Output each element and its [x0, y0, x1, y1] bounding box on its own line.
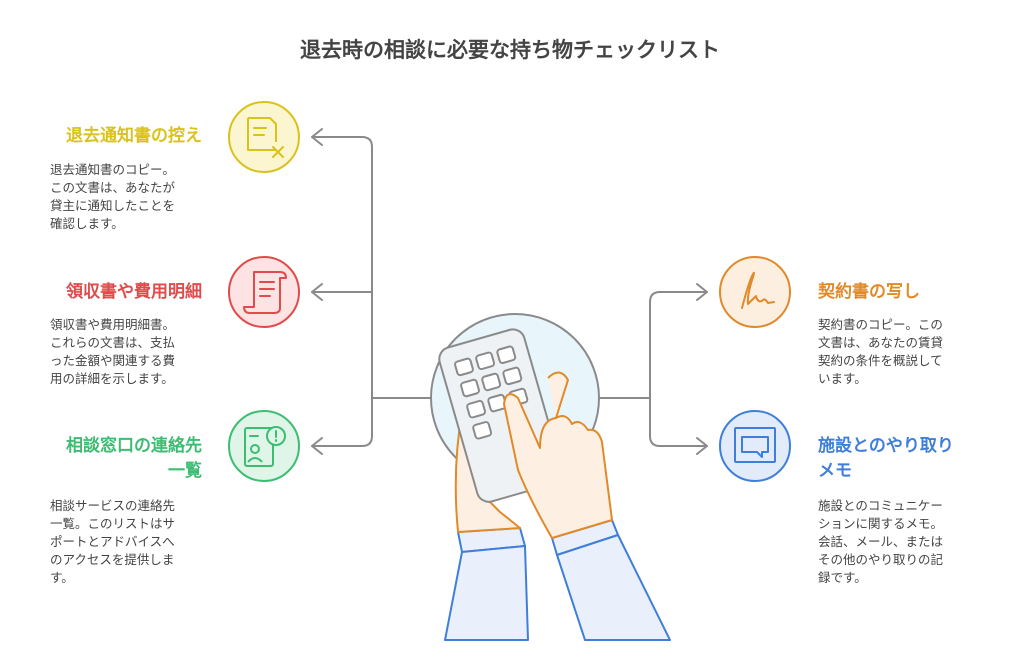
item-desc-contract: 契約書のコピー。この 文書は、あなたの賃貸 契約の条件を概説して います。 [818, 316, 998, 388]
desc-line: 一覧。このリストはサ [50, 516, 176, 531]
desc-line: この文書は、あなたが [50, 180, 176, 195]
item-desc-memo: 施設とのコミュニケー ションに関するメモ。 会話、メール、または その他のやり取… [818, 497, 998, 587]
desc-line: 契約書のコピー。この [818, 317, 943, 332]
item-title-receipts: 領収書や費用明細 [66, 282, 202, 302]
item-title-contacts: 相談窓口の連絡先 一覧 [20, 434, 202, 484]
page-title: 退去時の相談に必要な持ち物チェックリスト [300, 38, 720, 62]
title-line: メモ [818, 461, 852, 481]
document-x-icon [228, 101, 300, 173]
speech-memo-icon [719, 410, 791, 482]
item-desc-receipts: 領収書や費用明細書。 これらの文書は、支払 った金額や関連する費 用の詳細を示し… [50, 316, 220, 388]
desc-line: 施設とのコミュニケー [818, 498, 943, 513]
desc-line: のアクセスを提供しま [50, 552, 175, 567]
arrowhead-contacts [311, 437, 323, 455]
desc-line: 相談サービスの連絡先 [50, 498, 176, 513]
arrowhead-receipts [311, 283, 323, 301]
right-connector-outer [649, 291, 708, 447]
desc-line: 領収書や費用明細書。 [50, 317, 176, 332]
receipt-scroll-icon [228, 256, 300, 328]
left-sleeve [444, 545, 529, 641]
arrowhead-memo [696, 437, 708, 455]
desc-line: ションに関するメモ。 [818, 516, 944, 531]
title-line: 一覧 [168, 461, 202, 481]
arrowhead-contract [696, 283, 708, 301]
connector-lines [311, 128, 708, 455]
item-title-contract: 契約書の写し [818, 282, 920, 302]
arrowhead-notice [311, 128, 323, 146]
desc-line: 確認します。 [50, 216, 124, 231]
desc-line: います。 [818, 371, 867, 386]
hand-calculator-illustration [430, 313, 671, 641]
desc-line: 会話、メール、または [818, 534, 944, 549]
right-sleeve [556, 534, 671, 641]
item-desc-notice: 退去通知書のコピー。 この文書は、あなたが 貸主に通知したことを 確認します。 [50, 161, 220, 233]
right-hand [503, 393, 613, 539]
item-desc-contacts: 相談サービスの連絡先 一覧。このリストはサ ポートとアドバイスへ のアクセスを提… [50, 497, 220, 587]
desc-line: 契約の条件を概説して [818, 353, 943, 368]
desc-line: 用の詳細を示します。 [50, 371, 174, 386]
signature-icon [719, 256, 791, 328]
contact-alert-icon [228, 410, 300, 482]
desc-line: その他のやり取りの記 [818, 552, 944, 567]
desc-line: ポートとアドバイスへ [50, 534, 175, 549]
right-thumb [547, 371, 569, 419]
desc-line: これらの文書は、支払 [50, 335, 176, 350]
desc-line: った金額や関連する費 [50, 353, 176, 368]
title-line: 相談窓口の連絡先 [66, 436, 202, 456]
item-title-memo: 施設とのやり取り メモ [818, 434, 1008, 484]
desc-line: す。 [50, 570, 74, 585]
desc-line: 貸主に通知したことを [50, 198, 176, 213]
desc-line: 退去通知書のコピー。 [50, 162, 175, 177]
desc-line: 録です。 [818, 570, 867, 585]
item-title-notice: 退去通知書の控え [66, 126, 202, 146]
desc-line: 文書は、あなたの賃貸 [818, 335, 944, 350]
title-line: 施設とのやり取り [818, 436, 954, 456]
